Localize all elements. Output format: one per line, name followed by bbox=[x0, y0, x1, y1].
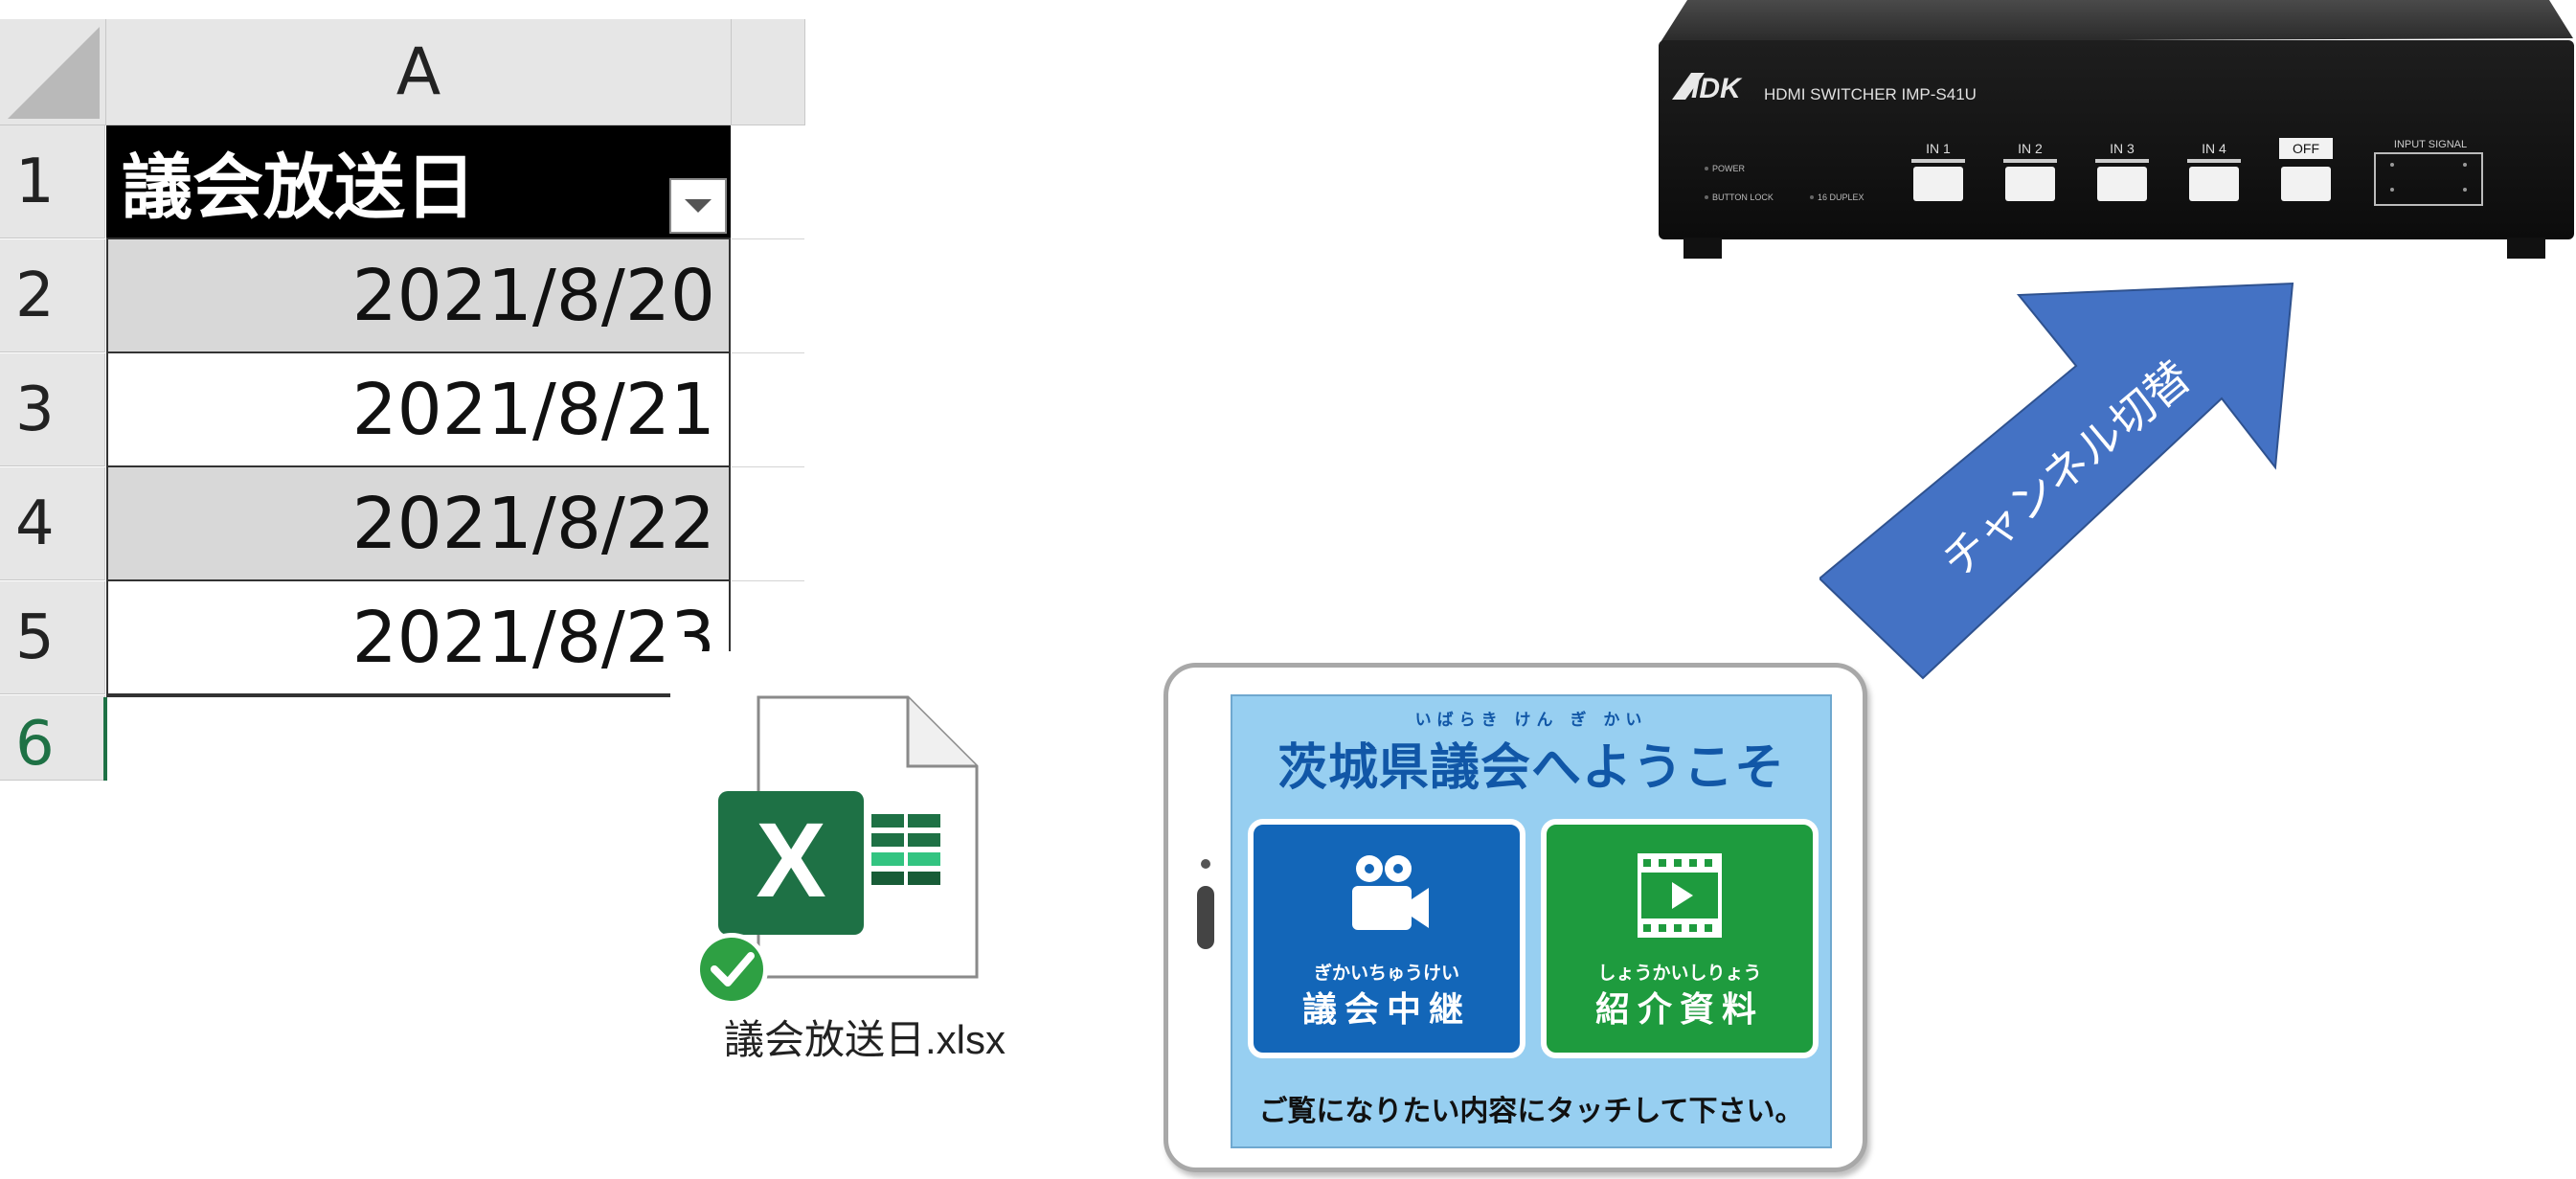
switcher-button-in2[interactable]: IN 2 bbox=[2003, 141, 2057, 201]
camera-dot bbox=[1201, 859, 1210, 869]
materials-tile-button[interactable]: しょうかいしりょう 紹介資料 bbox=[1541, 819, 1819, 1058]
input-signal-label: INPUT SIGNAL bbox=[2394, 139, 2467, 150]
row-header-6[interactable]: 6 bbox=[0, 695, 105, 781]
select-all-triangle bbox=[8, 27, 100, 119]
gridline bbox=[732, 466, 804, 467]
arrow-shape bbox=[1819, 282, 2294, 680]
video-camera-icon bbox=[1352, 855, 1429, 930]
svg-text:OFF: OFF bbox=[2293, 141, 2319, 156]
gridline bbox=[732, 580, 804, 581]
materials-ruby: しょうかいしりょう bbox=[1597, 963, 1762, 984]
column-header-a[interactable]: A bbox=[106, 19, 732, 125]
broadcast-tile-button[interactable]: ぎかいちゅうけい 議会中継 bbox=[1248, 819, 1525, 1058]
indicator-power: POWER bbox=[1712, 164, 1746, 173]
filter-dropdown-button[interactable] bbox=[669, 178, 727, 234]
row-header-3[interactable]: 3 bbox=[0, 353, 105, 466]
tablet-kiosk: いばらき けん ぎ かい 茨城県議会へようこそ ぎかいちゅうけい 議会中継 bbox=[1164, 663, 1867, 1172]
switcher-button-in4[interactable]: IN 4 bbox=[2187, 141, 2241, 201]
column-header-b[interactable] bbox=[732, 19, 805, 125]
gridline bbox=[732, 238, 804, 239]
touch-prompt: ご覧になりたい内容にタッチして下さい。 bbox=[1258, 1095, 1804, 1128]
kiosk-screen: いばらき けん ぎ かい 茨城県議会へようこそ ぎかいちゅうけい 議会中継 bbox=[1231, 694, 1832, 1148]
active-cell-border bbox=[103, 697, 107, 781]
date-cell-4[interactable]: 2021/8/22 bbox=[106, 467, 731, 581]
switcher-button-in1[interactable]: IN 1 bbox=[1911, 141, 1965, 201]
excel-file-icon[interactable]: X bbox=[689, 690, 1015, 1073]
materials-label: 紹介資料 bbox=[1594, 990, 1764, 1030]
select-all-corner[interactable] bbox=[0, 19, 106, 125]
date-cell-2[interactable]: 2021/8/20 bbox=[106, 239, 731, 353]
header-cell-text: 議会放送日 bbox=[122, 147, 476, 229]
home-button bbox=[1197, 886, 1214, 949]
brand-logo: IDK bbox=[1691, 73, 1743, 104]
channel-switch-arrow: チャンネル切替 bbox=[1819, 282, 2294, 680]
spreadsheet-fragment: A 1 2 3 4 5 6 議会放送日 2021/8/20 2021/8/21 … bbox=[0, 19, 805, 785]
header-cell[interactable]: 議会放送日 bbox=[106, 125, 731, 239]
excel-badge-letter: X bbox=[756, 802, 825, 919]
broadcast-label: 議会中継 bbox=[1301, 990, 1471, 1030]
date-cell-3[interactable]: 2021/8/21 bbox=[106, 353, 731, 467]
hdmi-switcher-device: IDK HDMI SWITCHER IMP-S41U POWER BUTTON … bbox=[1659, 0, 2574, 259]
switcher-button-off[interactable]: OFF bbox=[2279, 138, 2333, 201]
model-text: HDMI SWITCHER IMP-S41U bbox=[1764, 85, 1977, 103]
welcome-title: 茨城県議会へようこそ bbox=[1277, 739, 1785, 797]
switcher-button-in3[interactable]: IN 3 bbox=[2095, 141, 2149, 201]
film-play-icon bbox=[1638, 853, 1722, 938]
indicator-duplex: 16 DUPLEX bbox=[1818, 193, 1864, 202]
welcome-header: いばらき けん ぎ かい 茨城県議会へようこそ bbox=[1232, 706, 1830, 799]
welcome-ruby: いばらき けん ぎ かい bbox=[1414, 711, 1648, 730]
row-header-4[interactable]: 4 bbox=[0, 467, 105, 580]
gridline bbox=[106, 695, 671, 697]
row-header-1[interactable]: 1 bbox=[0, 125, 105, 238]
svg-text:IN 4: IN 4 bbox=[2202, 141, 2226, 156]
file-name-label: 議会放送日.xlsx bbox=[724, 1017, 1006, 1062]
row-header-2[interactable]: 2 bbox=[0, 239, 105, 352]
chevron-down-icon bbox=[685, 199, 712, 213]
row-header-5[interactable]: 5 bbox=[0, 581, 105, 694]
broadcast-ruby: ぎかいちゅうけい bbox=[1313, 963, 1459, 984]
svg-text:IN 1: IN 1 bbox=[1926, 141, 1951, 156]
indicator-button-lock: BUTTON LOCK bbox=[1712, 193, 1774, 202]
gridline bbox=[732, 352, 804, 353]
svg-text:IN 2: IN 2 bbox=[2018, 141, 2043, 156]
date-cell-5[interactable]: 2021/8/23 bbox=[106, 581, 731, 695]
svg-text:IN 3: IN 3 bbox=[2110, 141, 2135, 156]
